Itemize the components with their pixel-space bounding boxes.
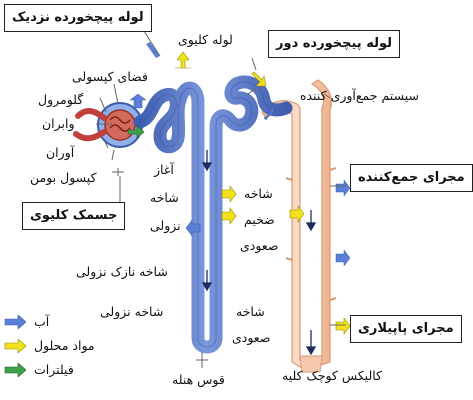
- legend-label-water: آب: [34, 314, 50, 329]
- descending-start-line3: نزولی: [150, 218, 181, 233]
- efferent-arteriole-label: وابران: [42, 116, 75, 131]
- thick-ascending-line3: صعودی: [240, 238, 279, 253]
- ascending-limb-line2: صعودی: [232, 330, 271, 345]
- legend-label-filtrate: فیلترات: [34, 362, 74, 377]
- proximal-tubule-label: لوله پیچخورده نزدیک: [4, 4, 152, 32]
- collecting-system-label: سیستم جمع‌آوری کننده: [300, 88, 419, 103]
- distal-tubule-label: لوله پیچخورده دور: [268, 30, 400, 58]
- descending-limb-label: شاخه نزولی: [100, 304, 164, 319]
- water-arrow-icon: [4, 315, 27, 329]
- descending-start-line1: آغاز: [154, 162, 174, 177]
- papillary-duct-label: مجرای پاپیلاری: [350, 315, 462, 343]
- renal-corpuscle-shape: [73, 102, 143, 148]
- afferent-arteriole-label: آوران: [46, 145, 75, 160]
- minor-calyx-label: کالیکس کوچک کلیه: [282, 368, 383, 383]
- ascending-limb-line1: شاخه: [236, 304, 265, 319]
- bowman-capsule-label: کپسول بومن: [30, 170, 97, 185]
- thick-ascending-line1: شاخه: [244, 186, 273, 201]
- solute-arrow-icon: [4, 339, 27, 353]
- thin-descending-label: شاخه نازک نزولی: [76, 264, 168, 279]
- nephron-tubule-shape: [133, 75, 293, 354]
- collecting-duct-label: مجرای جمع‌کننده: [350, 164, 473, 192]
- descending-start-line2: شاخه: [150, 190, 179, 205]
- transport-arrows: [127, 42, 351, 335]
- capsular-space-label: فضای کپسولی: [72, 69, 148, 84]
- filtrate-arrow-icon: [4, 363, 27, 377]
- thick-ascending-line2: ضخیم: [244, 212, 275, 227]
- glomerulus-label: گلومرول: [38, 92, 84, 107]
- renal-corpuscle-label: جسمک کلیوی: [22, 202, 126, 230]
- leader-lines: [96, 27, 346, 368]
- legend-label-solutes: مواد محلول: [34, 338, 95, 353]
- flow-direction-arrows: [201, 150, 317, 356]
- renal-tubule-label: لوله کلیوی: [178, 32, 233, 47]
- loop-of-henle-label: قوس هنله: [172, 372, 225, 387]
